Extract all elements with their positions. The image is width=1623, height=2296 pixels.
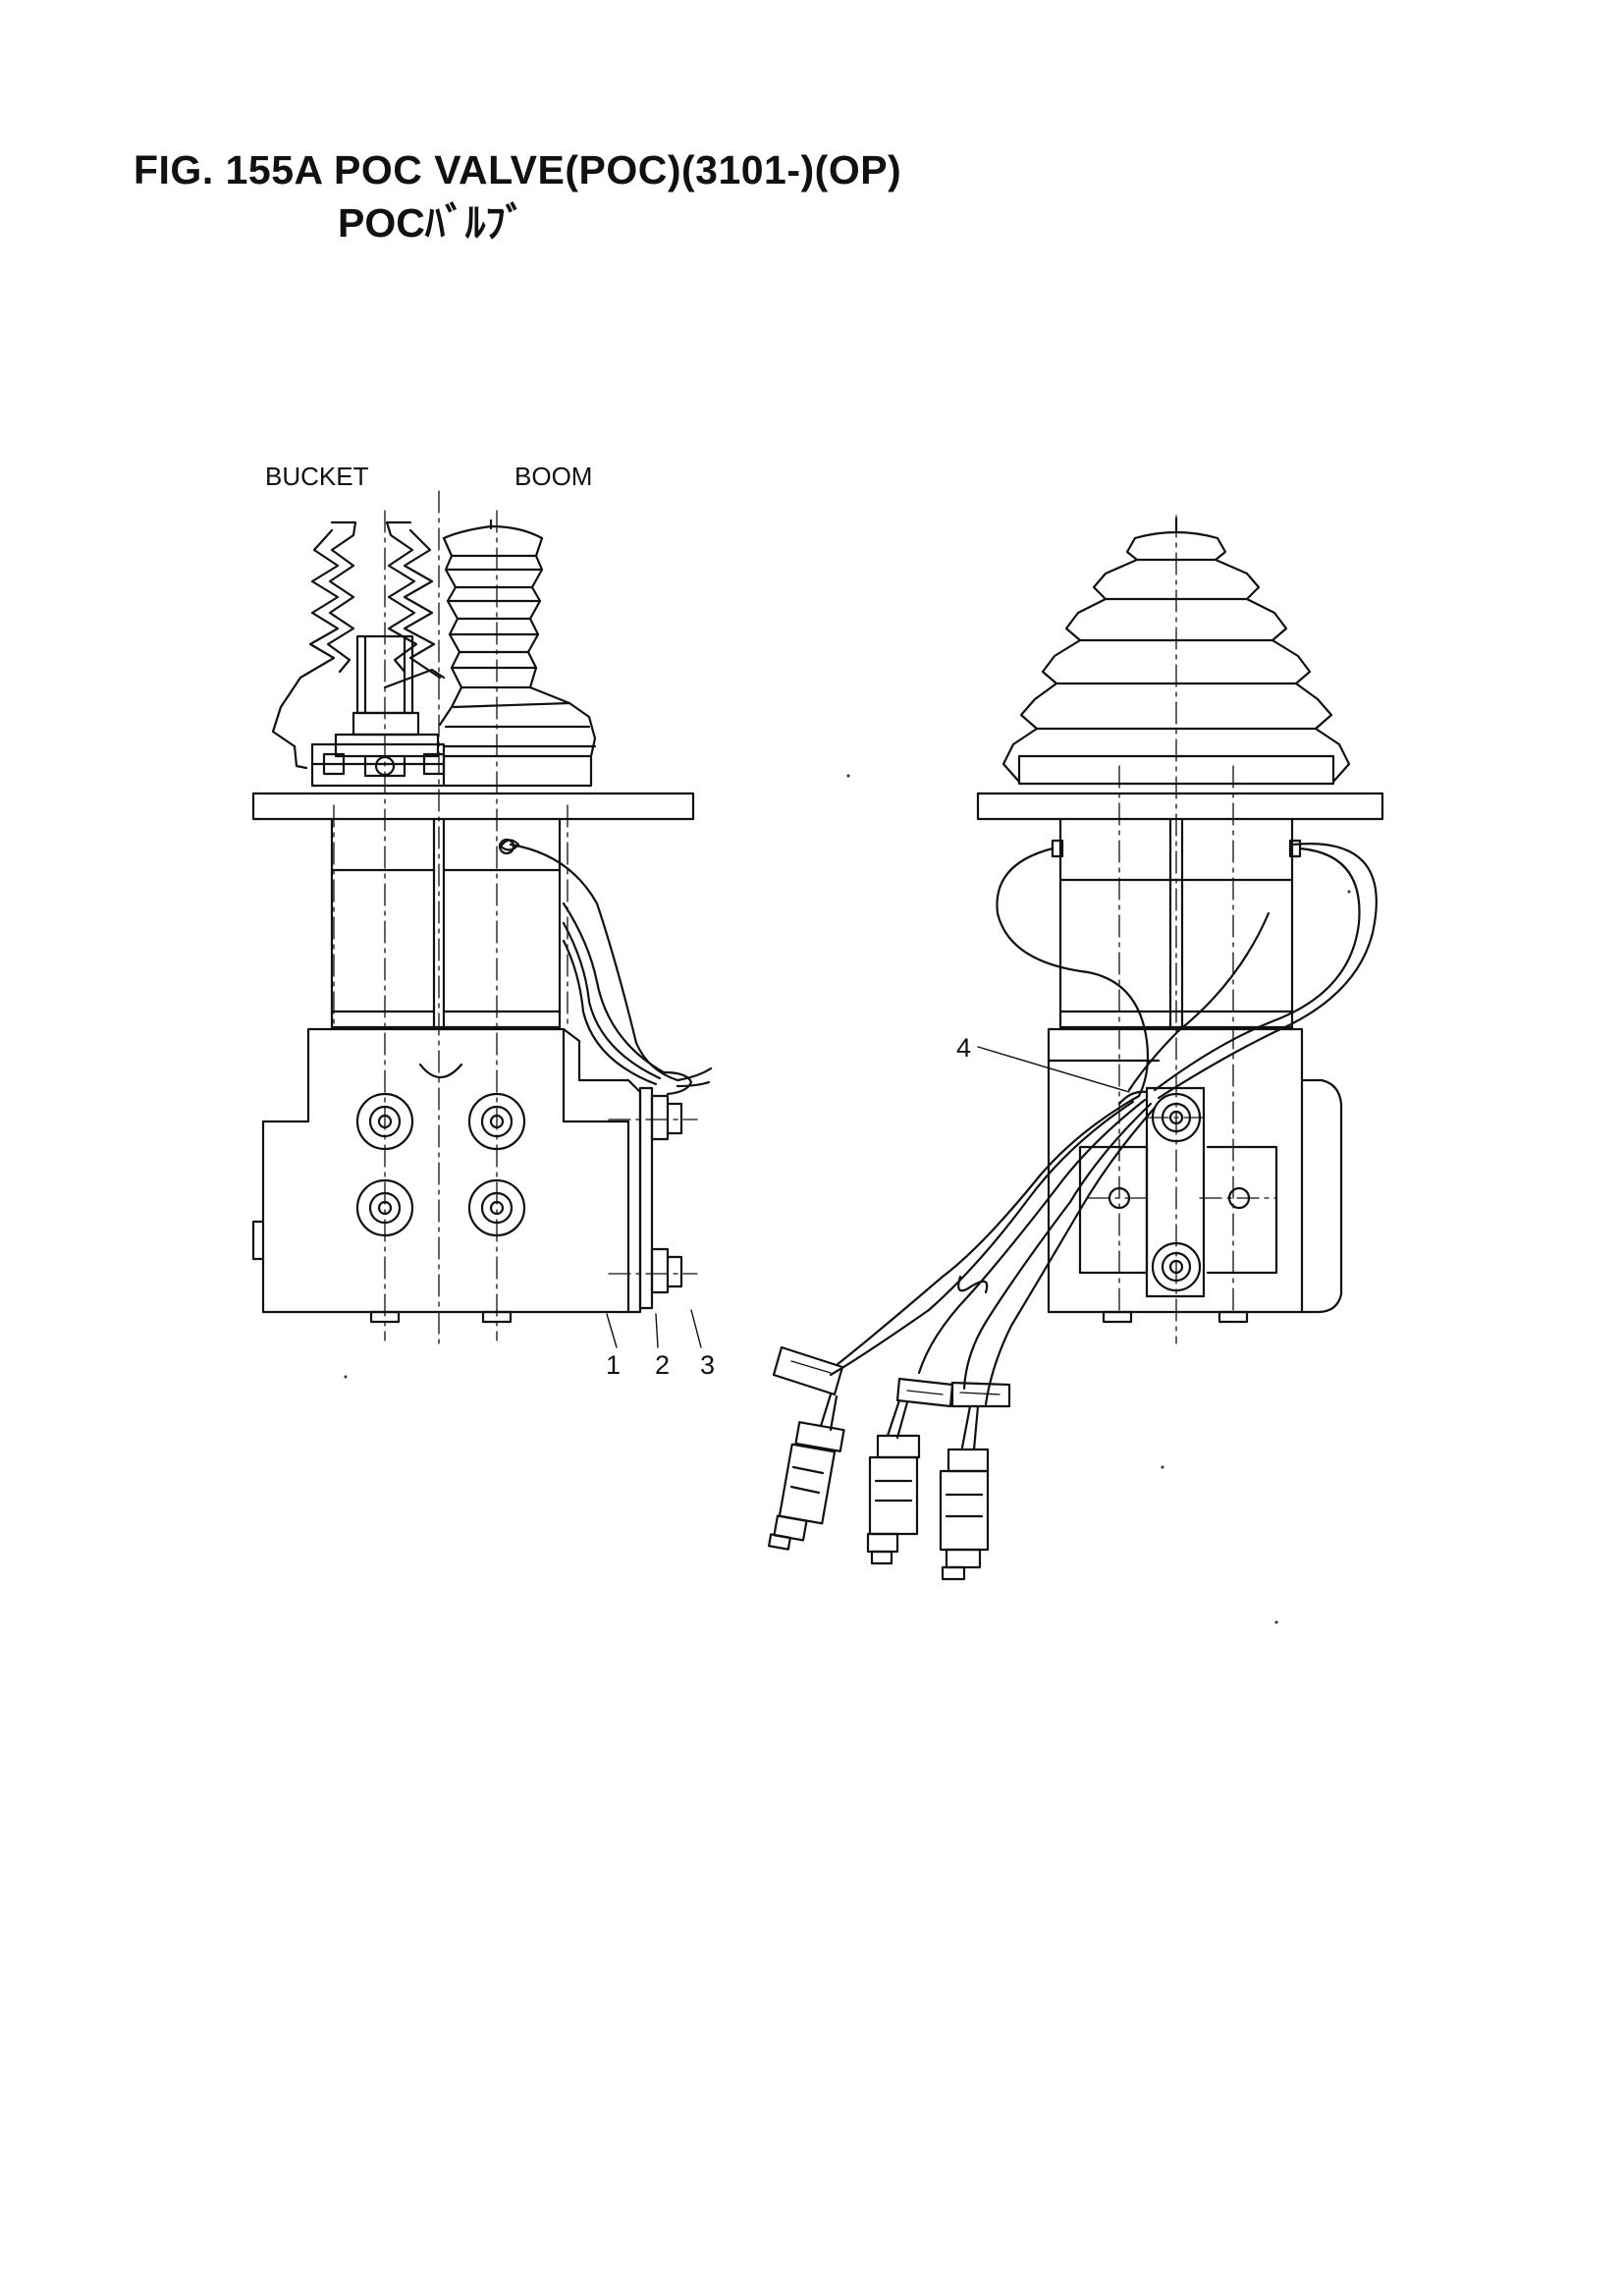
scan-specks <box>344 774 1351 1624</box>
callout-2: 2 <box>655 1350 671 1380</box>
connector-3 <box>768 1393 845 1551</box>
right-view <box>768 515 1384 1581</box>
connector-1 <box>939 1404 990 1581</box>
figure-title-english: FIG. 155A POC VALVE(POC)(3101-)(OP) <box>134 147 902 192</box>
left-plunger <box>334 634 446 778</box>
callout-3: 3 <box>700 1350 716 1380</box>
figure-title: FIG. 155A POC VALVE(POC)(3101-)(OP) POCﾊ… <box>134 147 901 248</box>
figure-title-japanese: POCﾊﾞﾙﾌﾞ <box>338 200 526 246</box>
wire-tags <box>772 1345 1011 1408</box>
connectors <box>768 1393 990 1581</box>
left-cylinder <box>330 817 562 1029</box>
tag-1 <box>950 1381 1011 1408</box>
right-boot <box>1001 517 1351 786</box>
left-bracket <box>638 1086 683 1310</box>
left-cap <box>310 742 446 788</box>
left-leaders <box>606 1309 702 1348</box>
leader-4 <box>977 1046 1130 1093</box>
right-centerlines <box>1087 515 1277 1344</box>
left-view <box>251 490 713 1348</box>
connector-2 <box>866 1398 921 1565</box>
tag-3 <box>772 1345 844 1396</box>
left-harness <box>498 838 713 1096</box>
boom-boot-exterior <box>438 519 597 788</box>
left-flange-plate <box>251 792 695 821</box>
right-flange-plate <box>976 792 1384 821</box>
left-valve-body <box>251 1027 642 1324</box>
callout-1: 1 <box>606 1350 622 1380</box>
boom-label: BOOM <box>514 462 593 491</box>
right-harness <box>829 843 1378 1406</box>
bucket-label: BUCKET <box>265 462 369 491</box>
callout-4: 4 <box>956 1033 972 1063</box>
right-cylinder <box>1051 817 1302 1029</box>
right-valve-body <box>1047 1027 1343 1324</box>
tag-2 <box>895 1377 954 1408</box>
